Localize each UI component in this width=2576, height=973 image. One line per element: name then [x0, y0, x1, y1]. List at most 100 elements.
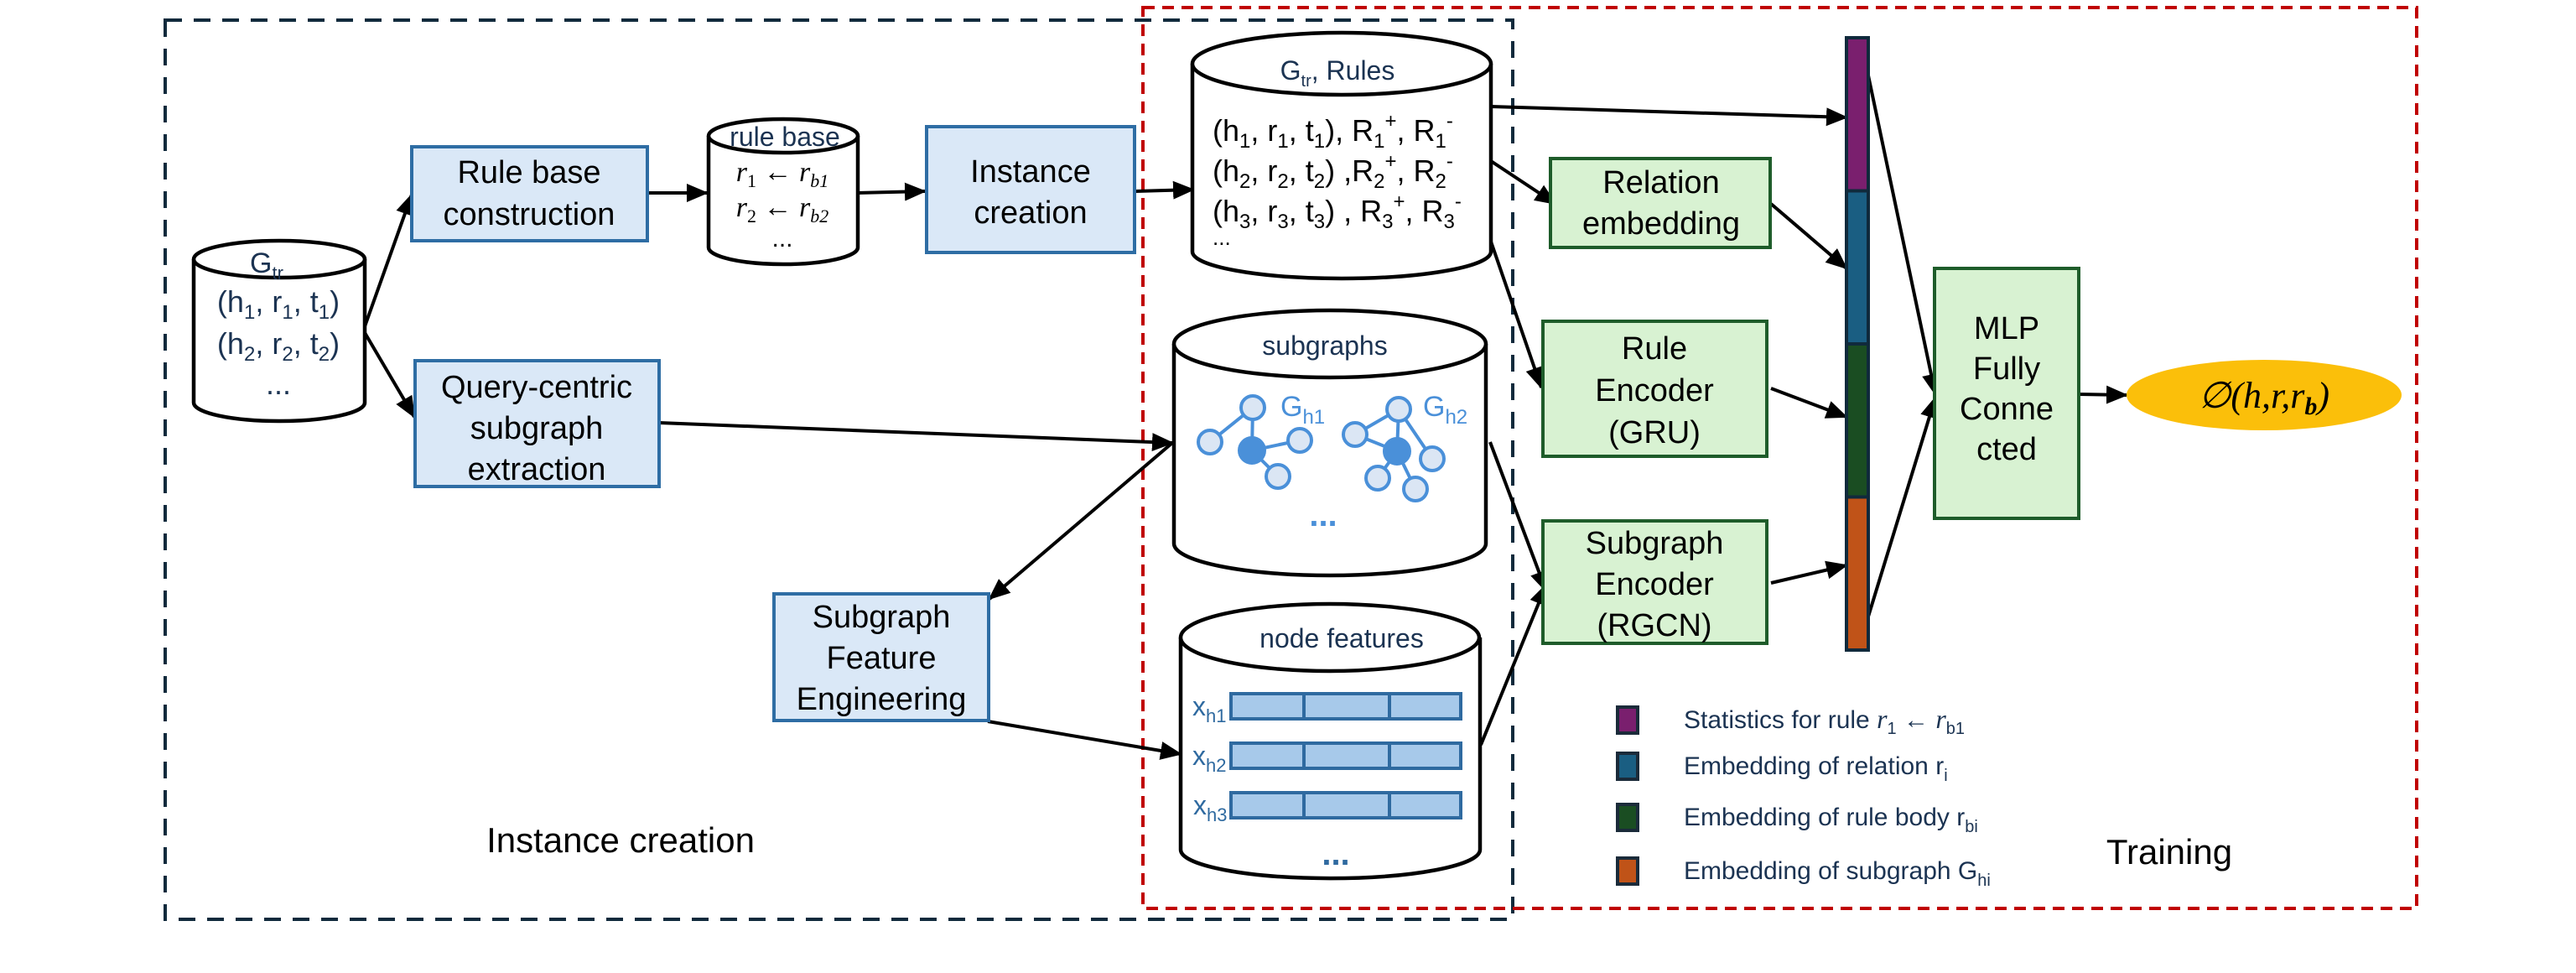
query-centric-extraction-box: Query-centric subgraph extraction — [413, 359, 661, 488]
gtr-ellipsis: ... — [266, 367, 291, 401]
subgraph-feature-engineering-box: Subgraph Feature Engineering — [772, 592, 990, 722]
subgraph-g-h1-icon: Gh1 — [1197, 391, 1325, 490]
vector-segment-subgraph-embedding — [1845, 495, 1870, 652]
arrow-rules-db-to-relation-embedding — [1487, 158, 1557, 206]
training-label: Training — [2106, 832, 2232, 872]
legend-swatch — [1616, 803, 1639, 832]
instance-row-3: (h3, r3, t3) , R3+, R3- — [1213, 190, 1462, 233]
arrow-gtr-to-query-centric — [362, 330, 416, 419]
training-region — [1141, 6, 2418, 910]
svg-text:Fully: Fully — [1973, 351, 2040, 387]
svg-text:construction: construction — [444, 197, 615, 232]
svg-text:(GRU): (GRU) — [1608, 415, 1701, 450]
rules-db-ellipsis: ... — [1213, 225, 1231, 250]
subgraphs-ellipsis: ... — [1309, 497, 1337, 533]
rules-instances-db: Gtr, Rules (h1, r1, t1), R1+, R1- (h2, r… — [1190, 30, 1493, 281]
instance-creation-box: Instance creation — [925, 125, 1136, 254]
svg-text:Encoder: Encoder — [1595, 567, 1714, 602]
gtr-title: Gtr — [250, 247, 283, 284]
arrow-relation-embedding-to-concat — [1769, 202, 1848, 270]
arrow-subgraphs-feature-engineering — [988, 441, 1174, 601]
legend-swatch — [1616, 752, 1639, 781]
legend-swatch — [1616, 856, 1639, 886]
arrow-node-features-to-subgraph-encoder — [1479, 583, 1548, 746]
instance-creation-label: Instance creation — [486, 820, 755, 860]
vector-segment-rule-body-embedding — [1845, 342, 1870, 499]
rules-db-title: Gtr, Rules — [1280, 55, 1395, 91]
output-ellipse — [2127, 360, 2402, 430]
feature-row-xh3: xh3 — [1193, 790, 1462, 825]
arrow-instance-creation-to-rules-db — [1135, 180, 1195, 200]
arrow-rulebase-to-instance-creation — [856, 182, 927, 201]
legend-swatch — [1616, 705, 1639, 735]
svg-text:Rule base: Rule base — [457, 155, 600, 190]
legend-item-subgraph-embedding: Embedding of subgraph Ghi — [1616, 856, 1991, 890]
svg-text:subgraph: subgraph — [470, 411, 603, 446]
arrow-rules-db-to-concat — [1490, 105, 1848, 127]
triple-row-2: (h2, r2, t2) — [217, 326, 340, 366]
arrow-rule-encoder-to-concat — [1770, 387, 1848, 419]
arrow-mlp-to-output — [2079, 385, 2128, 404]
legend-item-rule-body-embedding: Embedding of rule body rbi — [1616, 803, 1978, 836]
rule-encoder-box: Rule Encoder (GRU) — [1541, 320, 1768, 458]
svg-text:Subgraph: Subgraph — [1586, 526, 1724, 561]
arrow-query-centric-to-subgraphs — [658, 421, 1174, 452]
legend-item-rule-statistics: Statistics for rule r1 ← rb1 — [1616, 704, 1965, 738]
svg-text:Embedding of relation ri: Embedding of relation ri — [1684, 752, 1948, 785]
svg-text:extraction: extraction — [468, 452, 606, 487]
svg-text:cted: cted — [1976, 432, 2037, 467]
legend: Statistics for rule r1 ← rb1 Embedding o… — [1616, 704, 1991, 890]
rule-2: r2 ← rb2 — [736, 192, 828, 226]
arrow-gtr-to-rulebase-construction — [362, 193, 414, 330]
svg-text:Subgraph: Subgraph — [813, 600, 951, 635]
svg-text:creation: creation — [974, 195, 1087, 231]
svg-text:MLP: MLP — [1974, 311, 2039, 346]
subgraphs-title: subgraphs — [1262, 330, 1387, 361]
svg-text:xh2: xh2 — [1192, 741, 1226, 776]
instance-row-2: (h2, r2, t2) ,R2+, R2- — [1213, 150, 1453, 193]
vector-segment-relation-embedding — [1845, 189, 1870, 346]
vector-segment-rule-statistics — [1845, 36, 1870, 193]
svg-text:Relation: Relation — [1602, 165, 1719, 200]
training-graph-db: Gtr (h1, r1, t1) (h2, r2, t2) ... — [191, 238, 367, 424]
arrow-concat-bottom-to-mlp — [1867, 396, 1939, 617]
svg-text:Gh1: Gh1 — [1280, 391, 1325, 429]
svg-text:Embedding of subgraph Ghi: Embedding of subgraph Ghi — [1684, 857, 1991, 890]
node-features-db: node features xh1 xh2 xh3 ... — [1178, 601, 1483, 881]
svg-text:Engineering: Engineering — [797, 682, 967, 717]
svg-text:(RGCN): (RGCN) — [1597, 608, 1711, 643]
node-features-title: node features — [1259, 623, 1424, 653]
svg-text:Gh2: Gh2 — [1423, 391, 1467, 429]
rule-base-title: rule base — [730, 122, 840, 152]
rule-base-ellipsis: ... — [771, 225, 792, 252]
subgraphs-db: subgraphs Gh1 Gh2 — [1171, 308, 1488, 578]
instance-row-1: (h1, r1, t1), R1+, R1- — [1213, 110, 1453, 153]
svg-text:Embedding of rule body rbi: Embedding of rule body rbi — [1684, 804, 1978, 836]
svg-text:embedding: embedding — [1582, 206, 1740, 242]
arrow-subgraph-encoder-to-concat — [1770, 560, 1848, 585]
subgraph-encoder-box: Subgraph Encoder (RGCN) — [1541, 519, 1768, 645]
feature-row-xh2: xh2 — [1192, 741, 1462, 776]
rule-base-db: rule base r1 ← rb1 r2 ← rb2 ... — [706, 117, 860, 267]
feature-row-xh1: xh1 — [1192, 691, 1462, 726]
svg-text:Conne: Conne — [1960, 392, 2054, 427]
arrow-rules-db-to-rule-encoder — [1489, 241, 1544, 389]
legend-item-relation-embedding: Embedding of relation ri — [1616, 752, 1948, 785]
svg-text:xh3: xh3 — [1193, 790, 1227, 825]
output-formula: ∅(h,r,rb) — [2199, 375, 2329, 420]
mlp-fully-connected-box: MLP Fully Conne cted — [1933, 267, 2080, 520]
relation-embedding-box: Relation embedding — [1549, 157, 1772, 249]
svg-text:Instance: Instance — [970, 154, 1091, 190]
output-score: ∅(h,r,rb) — [2127, 360, 2402, 430]
subgraph-g-h2-icon: Gh2 — [1342, 391, 1467, 502]
rule-1: r1 ← rb1 — [736, 157, 828, 191]
node-features-ellipsis: ... — [1322, 835, 1349, 872]
arrow-feature-engineering-to-node-features — [987, 720, 1182, 760]
concatenated-feature-vector — [1845, 36, 1870, 652]
arrow-concat-top-to-mlp — [1867, 75, 1940, 396]
svg-text:Statistics for rule r1 ← rb1: Statistics for rule r1 ← rb1 — [1684, 704, 1965, 738]
svg-text:Encoder: Encoder — [1595, 373, 1714, 408]
arrow-subgraphs-to-subgraph-encoder — [1488, 441, 1548, 593]
rule-base-construction-box: Rule base construction — [410, 145, 649, 242]
